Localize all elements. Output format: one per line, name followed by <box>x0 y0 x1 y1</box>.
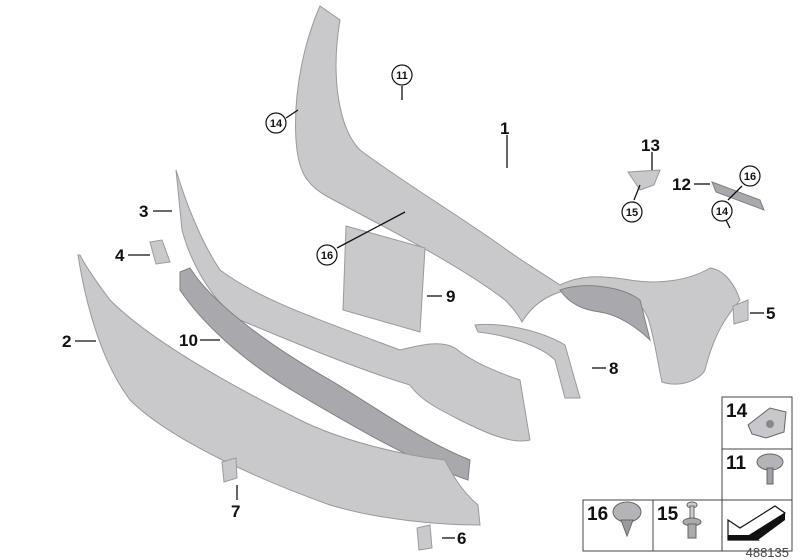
rivet-icon <box>682 501 702 539</box>
callout-16b-circled: 16 <box>739 165 761 187</box>
part-3-upper-trim <box>175 169 531 442</box>
part-4-bracket <box>149 239 171 265</box>
callout-14b: 14 <box>716 206 729 218</box>
callout-16a: 16 <box>321 250 333 262</box>
inset-14-label: 14 <box>726 401 748 422</box>
part-12-strip <box>711 181 765 211</box>
inset-15-label: 15 <box>657 504 679 525</box>
callout-13: 13 <box>641 136 660 155</box>
part-8-trim-strip <box>474 323 581 399</box>
callout-14b-circled: 14 <box>711 200 733 222</box>
callout-8: 8 <box>609 359 618 378</box>
self-tapping-screw-icon <box>612 501 642 523</box>
inset-16-label: 16 <box>587 504 608 525</box>
callout-9: 9 <box>446 287 455 306</box>
callout-15: 15 <box>626 207 638 219</box>
part-2-lower-spoiler <box>77 254 481 526</box>
part-1-fog-opening <box>559 285 651 342</box>
leader-lines <box>75 86 764 539</box>
inset-11-label: 11 <box>726 453 747 474</box>
callout-4: 4 <box>115 246 125 265</box>
callout-1: 1 <box>500 119 509 138</box>
reference-number: 488135 <box>746 545 789 560</box>
part-7-bracket <box>221 457 238 483</box>
inset-14: 14 <box>726 401 787 439</box>
callout-12: 12 <box>672 175 691 194</box>
callout-6: 6 <box>457 529 466 548</box>
callout-5: 5 <box>766 304 775 323</box>
inset-11: 11 <box>726 453 784 485</box>
callout-2: 2 <box>62 332 71 351</box>
callout-11-circled: 11 <box>391 64 413 86</box>
part-5-bracket <box>732 299 749 325</box>
callout-11: 11 <box>396 70 408 82</box>
part-10-grille <box>179 267 471 481</box>
inset-15: 15 <box>657 501 702 539</box>
inset-legend <box>582 396 793 552</box>
callout-10: 10 <box>179 331 198 350</box>
part-9-plate-bracket <box>342 225 426 333</box>
callout-15-circled: 15 <box>621 201 643 223</box>
callout-14a: 14 <box>270 118 283 130</box>
callout-3: 3 <box>139 202 148 221</box>
callout-16a-circled: 16 <box>316 244 338 266</box>
inset-arrow <box>727 505 787 541</box>
callout-14a-circled: 14 <box>265 112 287 134</box>
callout-16b: 16 <box>744 171 756 183</box>
part-13-bracket <box>627 169 661 191</box>
inset-16: 16 <box>587 501 642 538</box>
part-6-bracket <box>416 524 433 551</box>
part-1-bumper-cover <box>295 5 741 385</box>
callout-7: 7 <box>231 502 240 521</box>
